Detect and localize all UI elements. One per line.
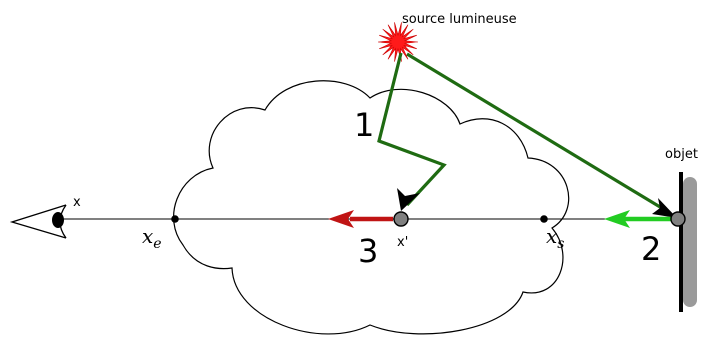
starburst-icon [377,22,419,62]
light-path-1-arrowhead [397,188,420,211]
light-path-2-arrowhead [652,198,677,218]
object-label: objet [665,147,698,162]
object-point-marker [670,211,686,227]
object-radiance-arrowhead [604,210,630,228]
step-2-label: 2 [641,230,661,268]
eye-point-label: x [73,195,81,210]
starburst-shape [377,22,419,62]
eye-icon [9,204,67,239]
exit-point-marker [540,215,548,223]
entry-point-marker [171,215,179,223]
object-body [683,177,697,307]
scatter-point-label: x' [397,235,408,250]
step-3-label: 3 [358,232,378,270]
exit-point-label: xs [546,224,564,252]
scatter-radiance-arrowhead [328,210,354,228]
light-source-label: source lumineuse [402,12,517,27]
light-path-2 [406,52,671,215]
cloud-medium [173,80,570,335]
scatter-point-marker [393,211,409,227]
entry-point-label: xe [142,224,162,252]
step-1-label: 1 [354,106,374,144]
light-path-1 [377,52,447,207]
